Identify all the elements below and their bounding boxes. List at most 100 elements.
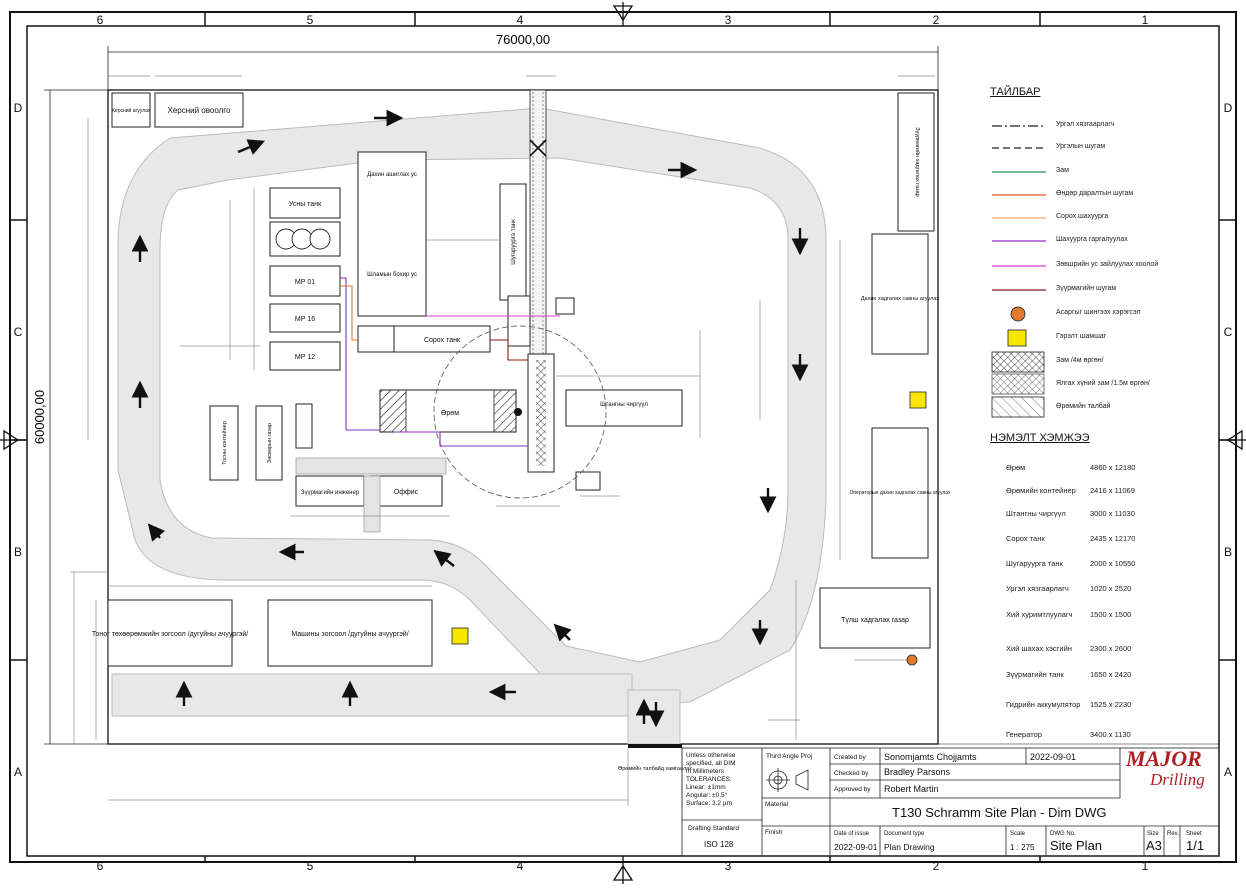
label-shugaml-tank: Шугаруурга танк	[511, 219, 517, 265]
overall-height-dim: 60000,00	[32, 390, 47, 444]
label-dahin-hadgalah: Дахин хадгалах савны агуулах	[861, 296, 940, 302]
legend-item: Өндөр даралтын шугам	[1056, 190, 1134, 197]
rig-hatch-left	[379, 389, 407, 433]
legend-item: Гэрэлт шамшаг	[1056, 333, 1107, 340]
document-type-label: Document type	[884, 831, 925, 837]
third-angle-symbol	[766, 768, 809, 792]
label-toolshop: Засварын газар	[267, 423, 273, 463]
row-label-left: C	[14, 325, 23, 339]
light-tower-marker	[909, 391, 927, 409]
legend-orange-circle	[1010, 306, 1026, 322]
material-label: Material	[765, 801, 789, 808]
legend-symbols	[992, 125, 1046, 291]
label-sorog-tank: Сорох танк	[424, 337, 461, 344]
legend-item: Өрөмийн талбай	[1056, 403, 1111, 410]
spill-kit-marker	[906, 654, 918, 666]
water-tanks	[275, 228, 331, 250]
col-label-top: 3	[725, 13, 732, 27]
row-label-right: A	[1224, 765, 1232, 779]
legend-item: Зам /4м өргөн/	[1056, 357, 1104, 364]
equipment-name: Өрөм	[1006, 463, 1026, 472]
scale-label: Scale	[1010, 831, 1026, 837]
legend-item: Ялгах хүний зам /1.5м өргөн/	[1056, 380, 1150, 387]
rig-container-hatch	[536, 360, 546, 466]
title-block-grid	[681, 747, 1220, 857]
label-burm-talbai: Өрөмийн талбайд хамгаалах	[618, 765, 692, 772]
document-type-value: Plan Drawing	[884, 842, 935, 852]
legend-title: ТАЙЛБАР	[990, 86, 1041, 98]
legend-item: Зөвшрийн ус зайлуулах хоолой	[1056, 261, 1159, 268]
tolerance-note-line: Unless otherwise	[686, 752, 736, 759]
buildings	[107, 92, 935, 667]
equipment-size: 2000 x 10550	[1090, 559, 1136, 568]
created-by-value: Sonomjamts Chojjamts	[884, 752, 977, 762]
col-label-bottom: 4	[517, 859, 524, 873]
equipment-size: 1525 x 2230	[1090, 700, 1132, 709]
overall-dimensions	[44, 46, 939, 745]
label-tonog-zogsool: Тоног төхөөрөмжийн зогсоол /дугуйны ачуу…	[92, 630, 248, 638]
label-dahin-us: Дахин ашиглах ус	[367, 172, 417, 178]
row-label-left: B	[14, 545, 22, 559]
equipment-size: 1650 x 2420	[1090, 670, 1132, 679]
tolerance-note-line: in Millimeters	[686, 768, 724, 775]
size-label: Size	[1147, 831, 1159, 837]
drawing-title: T130 Schramm Site Plan - Dim DWG	[892, 805, 1107, 820]
col-label-top: 5	[307, 13, 314, 27]
sheet-label: Sheet	[1186, 831, 1202, 837]
gate-road	[627, 689, 681, 745]
created-by-label: Created by	[834, 754, 866, 761]
equipment-name: Хий хуримтлуулагч	[1006, 610, 1073, 619]
date-of-issue-label: Date of issue	[834, 831, 870, 837]
label-shtang: Штангны чиргүүл	[600, 402, 648, 408]
col-label-top: 6	[97, 13, 104, 27]
tolerance-note-line: Angular: ±0.5°	[686, 792, 728, 799]
approved-by-label: Approved by	[834, 786, 871, 793]
label-us-tank: Усны танк	[289, 201, 322, 208]
legend-item: Шахуурга гаргалуулах	[1056, 236, 1128, 243]
equipment-name: Ургэл хязгаарлагч	[1006, 584, 1069, 593]
row-label-left: A	[14, 765, 22, 779]
label-hersh-ovoolgo: Херсний овоолго	[167, 106, 231, 115]
drafting-standard-label: Drafting Standard	[688, 825, 739, 832]
label-tulsh: Түлш хадгалах газар	[841, 617, 909, 624]
equipment-name: Штангны чиргүүл	[1006, 509, 1066, 518]
checked-by-label: Checked by	[834, 770, 869, 777]
row-label-right: B	[1224, 545, 1232, 559]
legend-yellow-square	[1007, 329, 1027, 347]
exclusion-radius	[433, 325, 607, 499]
legend-hatch-walk	[991, 373, 1045, 395]
tolerance-note-line: specified, all DIM	[686, 760, 736, 767]
label-mp16: МР 16	[295, 316, 315, 323]
sheet-value: 1/1	[1186, 838, 1205, 853]
col-label-bottom: 3	[725, 859, 732, 873]
label-shlam-us: Шламын бохир ус	[367, 272, 417, 278]
label-office: Оффис	[394, 489, 419, 496]
tolerance-note-line: TOLERANCES:	[686, 776, 732, 783]
legend-item: Сорох шахуурга	[1056, 213, 1109, 220]
col-label-top: 4	[517, 13, 524, 27]
service-lines	[340, 277, 560, 447]
walkway-vertical	[363, 475, 381, 533]
equipment-name: Шугаруурга танк	[1006, 559, 1063, 568]
dwg-no-value: Site Plan	[1050, 838, 1103, 853]
gate-band	[628, 744, 682, 748]
drafting-standard-value: ISO 128	[704, 840, 734, 849]
equipment-size: 1500 x 1500	[1090, 610, 1132, 619]
col-label-bottom: 6	[97, 859, 104, 873]
col-label-top: 2	[933, 13, 940, 27]
zone-labels: 6 5 4 3 2 1 6 5 4 3 2 1 D C B A D C B A	[14, 13, 1233, 873]
building-labels: Херсний агуулах Херсний овоолго Усны тан…	[92, 106, 951, 772]
inner-dims	[70, 118, 910, 806]
label-burm: Өрөм	[441, 410, 459, 417]
office-walkway	[295, 457, 447, 475]
equipment-name: Хий шахах хэсгийн	[1006, 644, 1072, 653]
conveyor-strip	[529, 89, 547, 381]
equipment-size: 3400 x 1130	[1090, 730, 1131, 739]
row-label-left: D	[14, 101, 23, 115]
col-label-bottom: 5	[307, 859, 314, 873]
rig-hatch-right	[493, 389, 517, 433]
drill-center-marker	[514, 408, 522, 416]
col-label-top: 1	[1142, 13, 1149, 27]
